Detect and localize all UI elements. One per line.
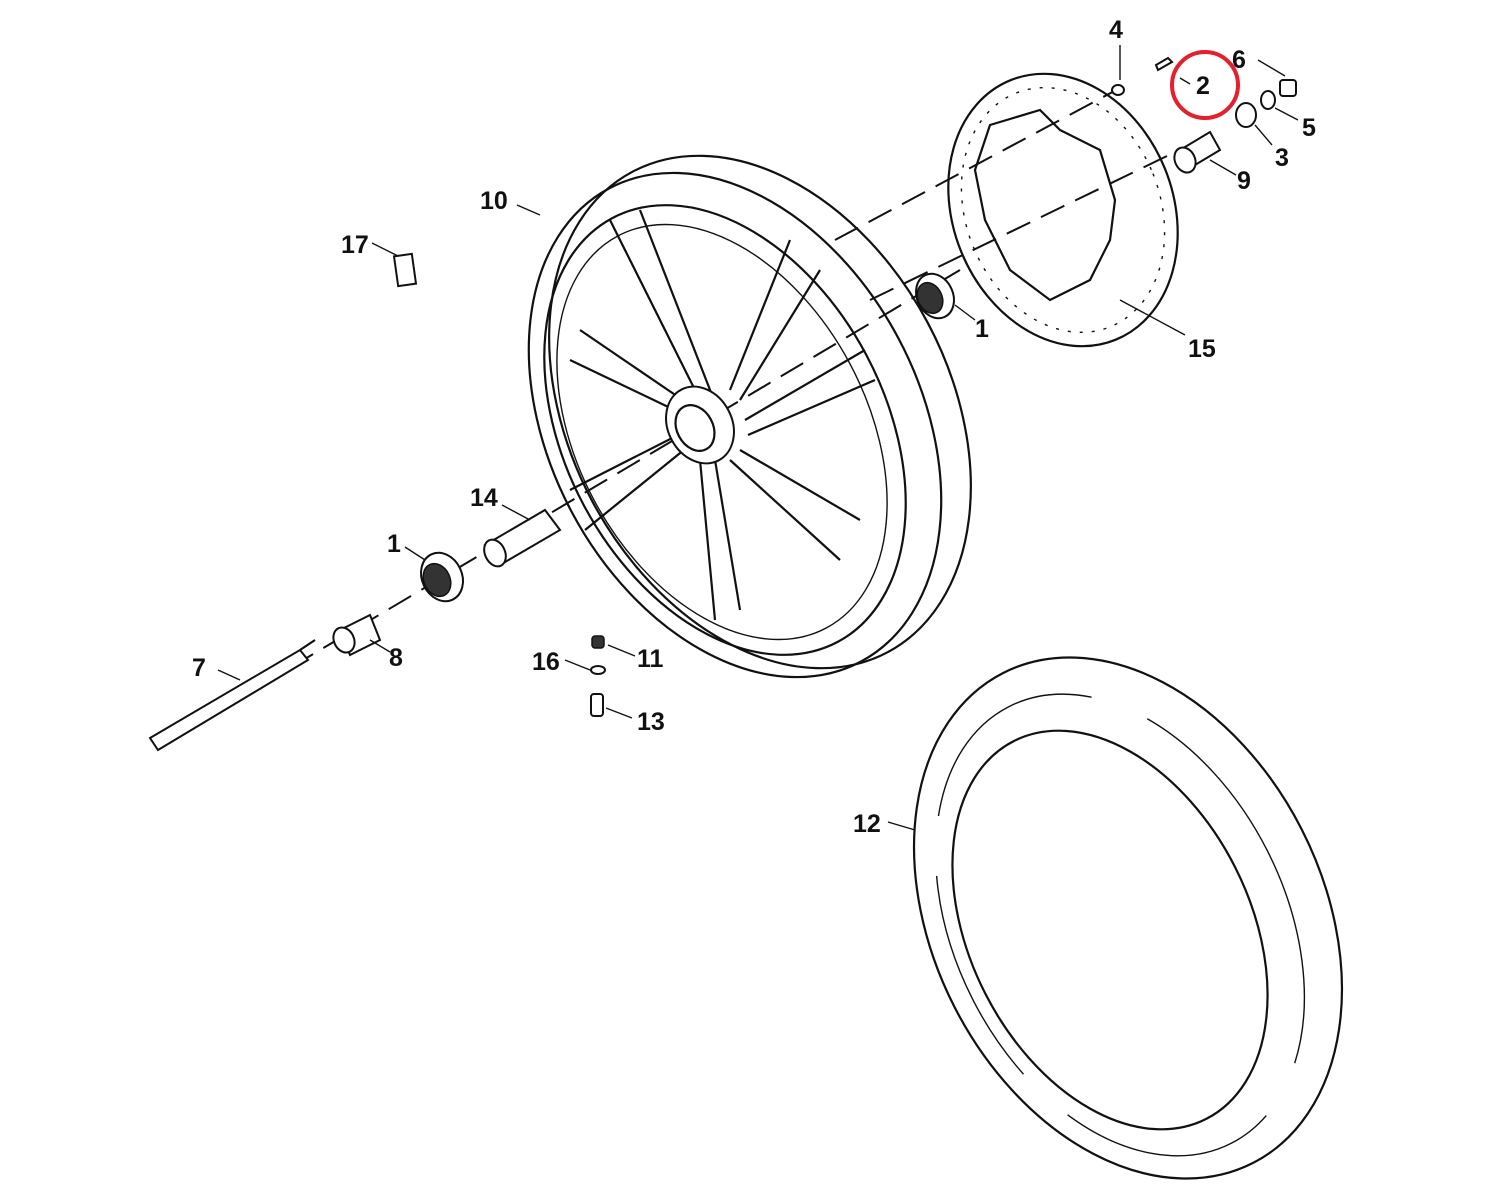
axle (148, 639, 316, 752)
spacer-centerline (869, 139, 1201, 301)
leader-lines (217, 45, 1299, 831)
callout-7: 7 (192, 654, 206, 682)
callout-5: 5 (1302, 114, 1316, 142)
bearing-left (420, 551, 464, 603)
callout-6: 6 (1232, 46, 1246, 74)
brake-rotor (947, 72, 1179, 348)
callout-16: 16 (532, 648, 560, 676)
wheel-hub (665, 385, 735, 465)
tire (912, 656, 1344, 1180)
highlight-circle (1170, 50, 1240, 120)
callout-12: 12 (853, 810, 881, 838)
callout-13: 13 (637, 708, 665, 736)
callout-2: 2 (1196, 72, 1210, 100)
wheel-spokes (569, 209, 876, 621)
callout-15: 15 (1188, 335, 1216, 363)
callout-4: 4 (1109, 16, 1123, 44)
callout-3: 3 (1275, 144, 1289, 172)
callout-1-right: 1 (975, 315, 989, 343)
callout-17: 17 (341, 231, 369, 259)
callout-8: 8 (389, 644, 403, 672)
rotor-hardware (1111, 56, 1297, 174)
callout-9: 9 (1237, 167, 1251, 195)
callout-10: 10 (480, 187, 508, 215)
callout-1-left: 1 (387, 530, 401, 558)
valve-parts (590, 635, 606, 717)
wheel-rim (527, 154, 972, 679)
balance-weight (392, 252, 418, 288)
axle-spacer (483, 508, 562, 568)
bearing-right (915, 272, 955, 320)
callout-11: 11 (637, 645, 664, 673)
callout-14: 14 (470, 484, 498, 512)
spacer-8 (332, 613, 382, 657)
